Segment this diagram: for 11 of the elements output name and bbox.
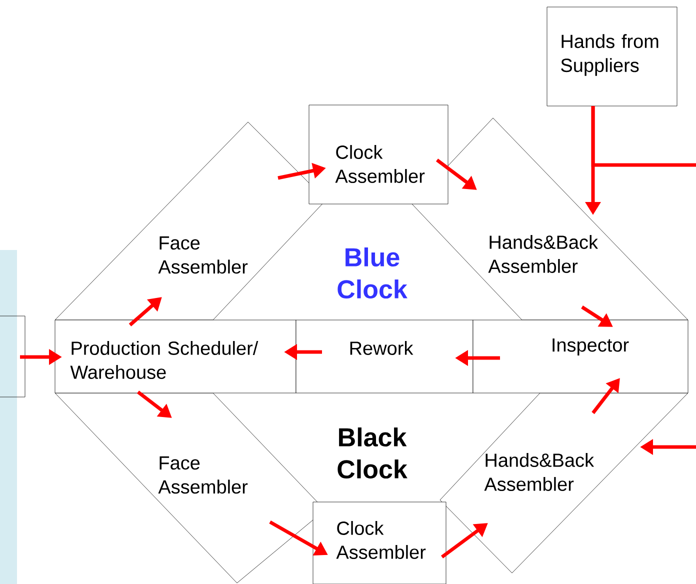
station-box: Clock Assembler bbox=[308, 104, 448, 204]
cut-off-box bbox=[0, 316, 26, 398]
station-box: Rework bbox=[296, 320, 474, 394]
clock-label: Blue Clock bbox=[338, 247, 408, 299]
clock-label: Black Clock bbox=[338, 427, 408, 479]
diagonal-band: Face Assembler bbox=[54, 392, 326, 584]
connector-line bbox=[591, 106, 696, 167]
station-box: Inspector bbox=[472, 320, 688, 394]
source-box: Hands from Suppliers bbox=[546, 6, 678, 106]
station-box: Production Scheduler/ Warehouse bbox=[54, 320, 296, 394]
station-box: Clock Assembler bbox=[312, 502, 446, 584]
